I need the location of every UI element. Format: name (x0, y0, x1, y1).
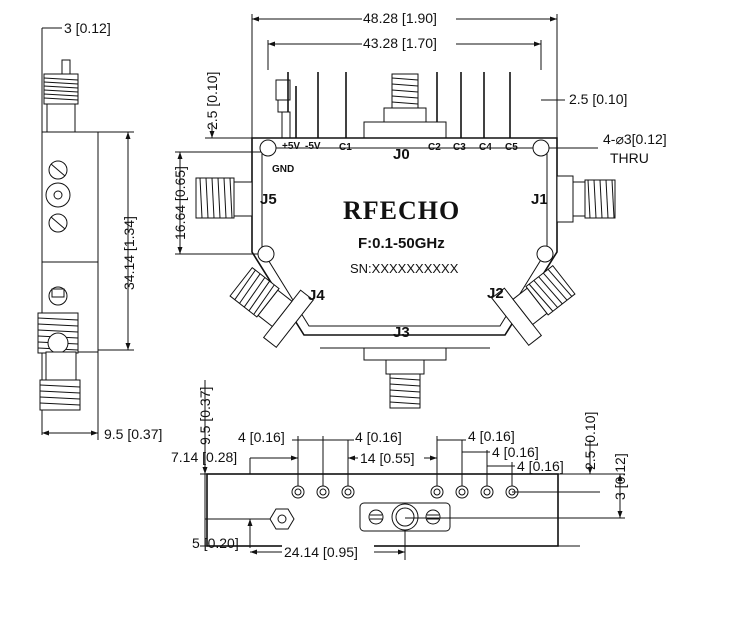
mount-hole-dimension: 4-⌀3[0.12] (603, 131, 667, 147)
overall-width-dimension: 48.28 [1.90] (363, 10, 437, 26)
bottom-pitch-a: 4 [0.16] (238, 429, 285, 445)
j2-connector (491, 264, 576, 347)
port-label-j1: J1 (531, 191, 548, 208)
side-width-dimension: 9.5 [0.37] (104, 426, 162, 442)
pin-label-gnd: GND (272, 164, 294, 175)
port-label-j3: J3 (393, 324, 410, 341)
mount-holes (257, 139, 554, 263)
pin-label-plus5v: +5V (282, 141, 300, 152)
thru-note: THRU (610, 150, 649, 166)
j3-connector (363, 347, 447, 409)
pin-label-minus5v: -5V (305, 141, 321, 152)
bottom-center-dimension: 24.14 [0.95] (284, 544, 358, 560)
bottom-gap-dimension: 14 [0.55] (360, 450, 415, 466)
j5-connector (195, 177, 253, 219)
bottom-pitch-d: 4 [0.16] (492, 444, 539, 460)
left-offset-dimension: 2.5 [0.10] (204, 72, 220, 130)
side-view: 3 [0.12] (37, 20, 162, 442)
j1-connector (556, 175, 616, 223)
port-label-j2: J2 (487, 285, 504, 302)
j4-connector (229, 266, 314, 349)
pin-label-c4: C4 (479, 142, 492, 153)
top-dimensions: 48.28 [1.90] 43.28 [1.70] 2.5 [0.10] 4-⌀… (172, 10, 667, 255)
frequency-label: F:0.1-50GHz (358, 235, 445, 252)
bottom-ground-dimension: 5 [0.20] (192, 535, 239, 551)
port-label-j0: J0 (393, 146, 410, 163)
pin-leads (275, 72, 511, 139)
bottom-pitch-e: 4 [0.16] (517, 458, 564, 474)
side-height-dimension: 34.14 [1.34] (121, 216, 137, 290)
side-top-dimension: 3 [0.12] (64, 20, 111, 36)
bottom-right-offset: 3 [0.12] (612, 453, 628, 500)
inner-width-dimension: 43.28 [1.70] (363, 35, 437, 51)
bottom-view: 9.5 [0.37] 4 [0.16] 4 [0.16] 7.14 [0.28]… (171, 380, 628, 560)
bottom-height-dimension: 9.5 [0.37] (197, 387, 213, 445)
port-label-j4: J4 (308, 287, 325, 304)
port-label-j5: J5 (260, 191, 277, 208)
pin-label-c1: C1 (339, 142, 352, 153)
pin-label-c2: C2 (428, 142, 441, 153)
bottom-left-offset: 7.14 [0.28] (171, 449, 237, 465)
j0-connector (363, 73, 447, 139)
serial-number: SN:XXXXXXXXXX (350, 261, 459, 276)
brand-logo: RFECHO (343, 196, 460, 225)
bottom-pitch-b: 4 [0.16] (355, 429, 402, 445)
top-view: +5V -5V GND C1 C2 C3 C4 C5 J0 J1 J2 J3 J… (195, 72, 616, 409)
bottom-top-offset: 2.5 [0.10] (582, 412, 598, 470)
right-offset-dimension: 2.5 [0.10] (569, 91, 627, 107)
bottom-pitch-c: 4 [0.16] (468, 428, 515, 444)
pin-label-c5: C5 (505, 142, 518, 153)
housing-outline (251, 137, 558, 336)
left-height-dimension: 16.64 [0.65] (172, 166, 188, 240)
pin-label-c3: C3 (453, 142, 466, 153)
